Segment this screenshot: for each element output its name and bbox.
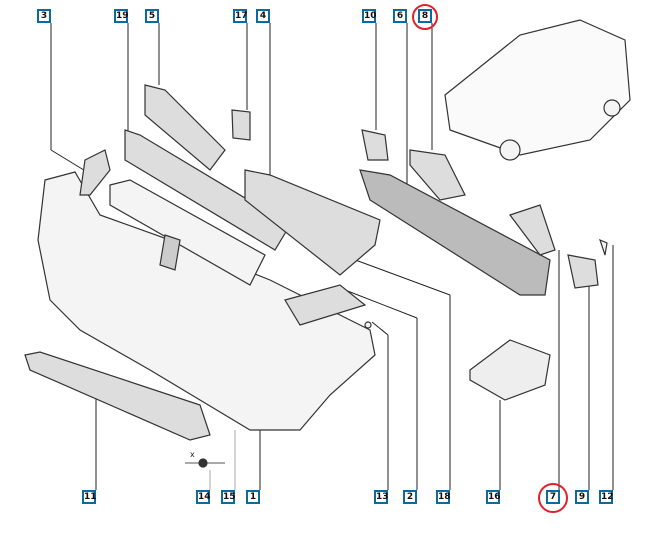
part-absorber-19 xyxy=(124,129,291,251)
part-undertray-11 xyxy=(24,351,211,441)
callout-8[interactable]: 8 xyxy=(418,9,432,23)
callout-9[interactable]: 9 xyxy=(575,490,589,504)
callout-17[interactable]: 17 xyxy=(233,9,248,23)
part-support-5 xyxy=(144,84,226,171)
callout-4[interactable]: 4 xyxy=(256,9,270,23)
callout-5[interactable]: 5 xyxy=(145,9,159,23)
part-beam-4 xyxy=(244,169,381,276)
highlight-circles xyxy=(412,4,568,513)
callout-11[interactable]: 11 xyxy=(82,490,97,504)
part-bracket-2 xyxy=(284,284,367,326)
callout-3[interactable]: 3 xyxy=(37,9,51,23)
part-car xyxy=(444,19,631,156)
callout-2[interactable]: 2 xyxy=(403,490,417,504)
highlight-circle-8 xyxy=(412,4,438,30)
part-bumper xyxy=(37,171,376,431)
callout-14[interactable]: 14 xyxy=(196,490,211,504)
leader-lines xyxy=(50,23,614,490)
callout-13[interactable]: 13 xyxy=(374,490,389,504)
callout-12[interactable]: 12 xyxy=(599,490,614,504)
part-grille-lower-6 xyxy=(359,169,551,296)
part-bracket-7 xyxy=(509,204,556,256)
callout-19[interactable]: 19 xyxy=(114,9,129,23)
highlight-circle-7 xyxy=(538,483,568,513)
callout-16[interactable]: 16 xyxy=(486,490,501,504)
part-bracket-8 xyxy=(409,149,466,201)
callout-7[interactable]: 7 xyxy=(546,490,560,504)
part-cover-9 xyxy=(567,254,599,289)
part-grille-upper xyxy=(109,179,266,286)
part-kit-16 xyxy=(469,339,551,401)
callout-1[interactable]: 1 xyxy=(246,490,260,504)
callout-18[interactable]: 18 xyxy=(436,490,451,504)
part-bracket-3 xyxy=(79,149,111,196)
callout-6[interactable]: 6 xyxy=(393,9,407,23)
callout-10[interactable]: 10 xyxy=(362,9,377,23)
dimension-x-label: x xyxy=(190,450,195,459)
parts xyxy=(24,19,631,468)
part-clip-12 xyxy=(599,238,608,256)
part-bracket-17 xyxy=(231,109,251,141)
callout-15[interactable]: 15 xyxy=(221,490,236,504)
part-logo xyxy=(159,234,181,271)
part-bracket-10 xyxy=(361,129,389,161)
